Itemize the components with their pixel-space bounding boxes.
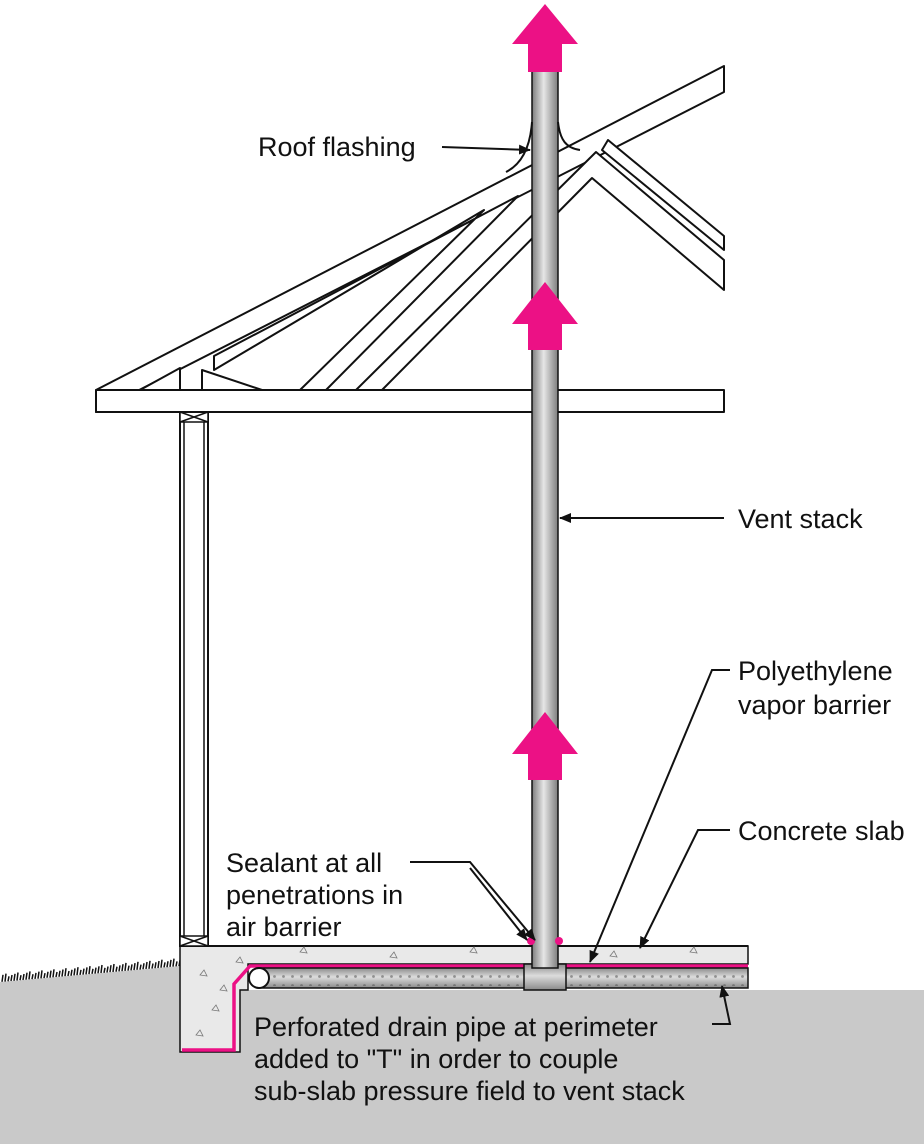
label-drain-line1: Perforated drain pipe at perimeter xyxy=(254,1012,658,1042)
up-arrow-icon xyxy=(512,282,578,350)
leader-lines xyxy=(410,144,732,1025)
leader-arrow-icon xyxy=(639,829,730,949)
up-arrow-icon xyxy=(512,712,578,780)
slab-aggregate xyxy=(195,946,698,1037)
label-concrete-slab: Concrete slab xyxy=(738,816,905,846)
label-sealant-line2: penetrations in xyxy=(226,880,403,910)
roof-flashing-left xyxy=(505,121,533,173)
leader-arrow-icon xyxy=(469,867,528,941)
leader-arrow-icon xyxy=(589,669,730,963)
leader-arrow-icon xyxy=(441,144,531,155)
up-arrow-icon xyxy=(512,4,578,72)
sealant-bead-right xyxy=(555,937,563,945)
label-drain-line3: sub-slab pressure field to vent stack xyxy=(254,1076,685,1106)
roof-truss xyxy=(95,65,725,413)
pipe-t-fitting xyxy=(523,963,567,991)
label-vapor-barrier-line1: Polyethylene xyxy=(738,656,893,686)
leader-arrow-icon xyxy=(712,985,732,1025)
label-sealant-line1: Sealant at all xyxy=(226,848,382,878)
concrete-slab xyxy=(179,945,749,1053)
label-sealant-line3: air barrier xyxy=(226,912,342,942)
grass-edge xyxy=(1,958,181,982)
label-roof-flashing: Roof flashing xyxy=(258,132,416,162)
perforated-drain-pipe xyxy=(248,963,749,991)
roof-flashing-right xyxy=(557,121,581,151)
exterior-wall xyxy=(179,411,209,947)
label-vent-stack: Vent stack xyxy=(738,504,863,534)
vapor-barrier-line xyxy=(182,964,748,1052)
vent-stack xyxy=(505,69,581,969)
label-vapor-barrier-line2: vapor barrier xyxy=(738,690,891,720)
label-drain-line2: added to "T" in order to couple xyxy=(254,1044,618,1074)
soil-ground xyxy=(0,958,924,1144)
airflow-arrows xyxy=(512,4,578,780)
leader-arrow-icon xyxy=(410,861,536,941)
